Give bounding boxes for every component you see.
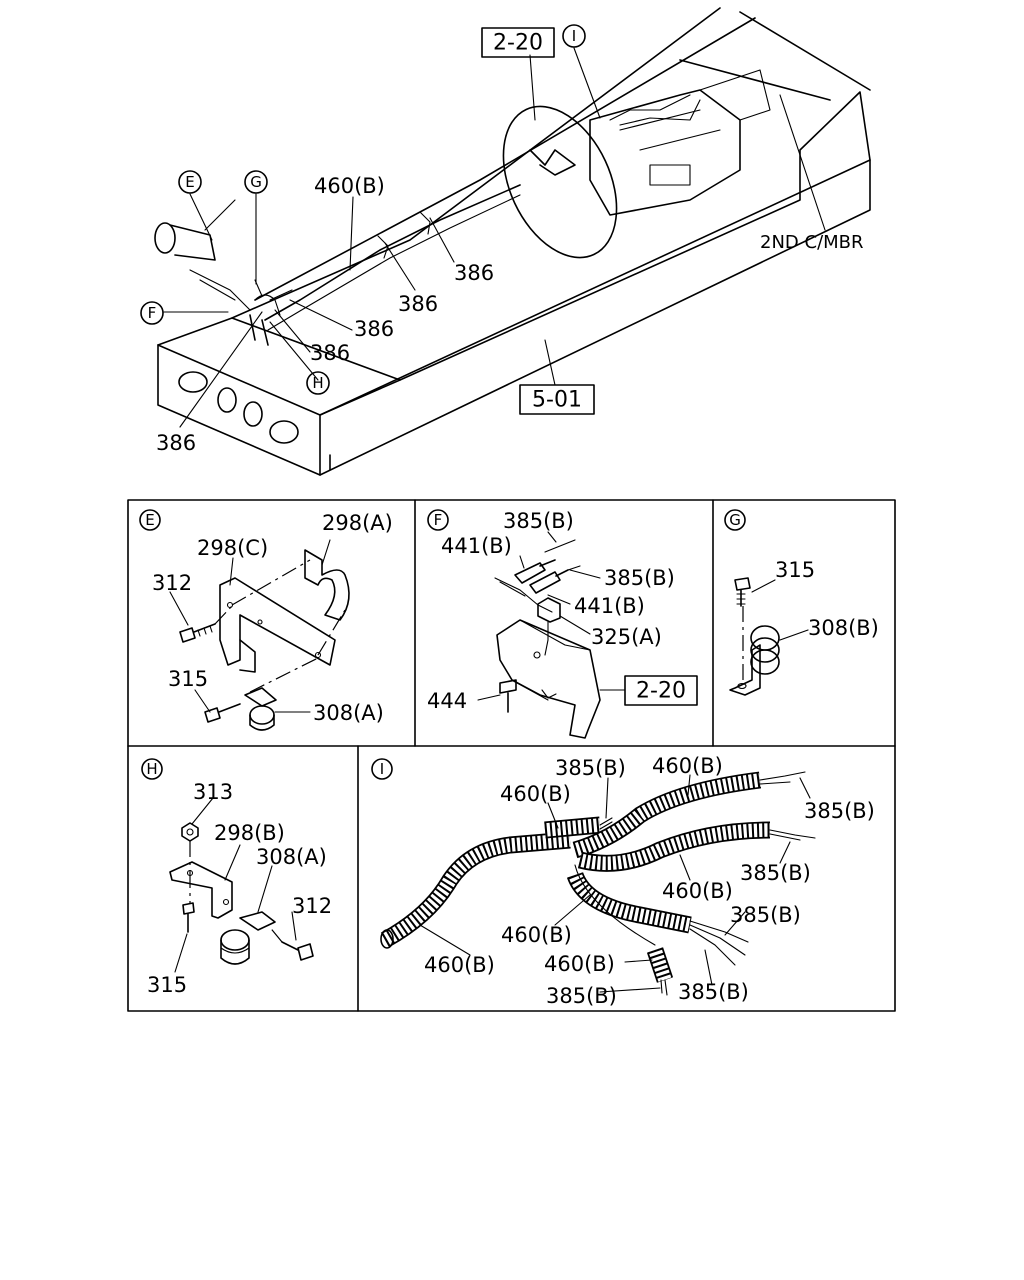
label-460B: 460(B) (544, 952, 615, 976)
label-313: 313 (193, 780, 233, 804)
frame-front-crossmember (157, 344, 321, 476)
panel-E: E 298(A) 298(C) 312 315 308(A) (139, 509, 393, 731)
panel-F: F 385(B) 441(B) 385(B) 441(B) 325(A) 444 (427, 509, 698, 739)
clamp-298A (304, 549, 350, 621)
callout-H-label: H (312, 374, 323, 392)
clamp-308A (239, 911, 276, 931)
label-385B: 385(B) (740, 861, 811, 885)
callout-F: F (140, 301, 164, 325)
ref-box-2-20-label: 2-20 (493, 31, 543, 56)
connector-325A (537, 597, 561, 623)
clamp-308B (729, 644, 761, 696)
label-386: 386 (454, 261, 494, 285)
frame-hole (243, 401, 263, 427)
label-312: 312 (292, 894, 332, 918)
ref-box-5-01: 5-01 (519, 384, 595, 415)
label-386: 386 (398, 292, 438, 316)
label-385B: 385(B) (604, 566, 675, 590)
panel-H-tag: H (146, 760, 157, 778)
label-460B: 460(B) (314, 174, 385, 198)
label-460B: 460(B) (662, 879, 733, 903)
wire-loop (502, 105, 618, 259)
frame-hole (217, 387, 237, 413)
panel-E-tag: E (145, 511, 154, 529)
label-308B: 308(B) (808, 616, 879, 640)
connector-441B (514, 559, 556, 584)
label-460B: 460(B) (652, 754, 723, 778)
panel-I: I (371, 754, 875, 1008)
panel-G-tag: G (729, 511, 741, 529)
label-386: 386 (310, 341, 350, 365)
label-308A: 308(A) (256, 845, 327, 869)
callout-E: E (178, 170, 202, 194)
label-298A: 298(A) (322, 511, 393, 535)
label-298B: 298(B) (214, 821, 285, 845)
nut-313 (181, 822, 199, 842)
connector-component (154, 222, 176, 254)
frame-hole (269, 420, 299, 444)
frame-hole (178, 371, 208, 393)
label-441B: 441(B) (441, 534, 512, 558)
callout-G-label: G (250, 173, 262, 191)
bolt-315 (204, 703, 241, 723)
panel-I-tag: I (380, 760, 384, 778)
bolt-444 (499, 679, 517, 713)
clamp-308A (244, 687, 277, 707)
bracket-298C (219, 577, 336, 666)
connector-441B (529, 569, 569, 594)
ref-box-2-20-label: 2-20 (636, 679, 686, 704)
label-460B: 460(B) (501, 923, 572, 947)
callout-I: I (562, 24, 586, 48)
label-2nd-crossmember: 2ND C/MBR (760, 232, 864, 253)
ref-box-2-20: 2-20 (481, 27, 555, 58)
label-308A: 308(A) (313, 701, 384, 725)
callout-G: G (244, 170, 268, 194)
bolt-315 (182, 902, 195, 933)
label-315: 315 (775, 558, 815, 582)
label-315: 315 (168, 667, 208, 691)
label-325A: 325(A) (591, 625, 662, 649)
label-315: 315 (147, 973, 187, 997)
callout-F-label: F (148, 304, 157, 322)
ref-box-5-01-label: 5-01 (532, 388, 582, 413)
label-460B: 460(B) (424, 953, 495, 977)
callout-I-label: I (572, 27, 576, 45)
label-385B: 385(B) (546, 984, 617, 1008)
frame-overview (154, 7, 871, 476)
frame-rail-left (319, 159, 871, 476)
label-385B: 385(B) (503, 509, 574, 533)
callout-E-label: E (185, 173, 194, 191)
corrugated-harness (380, 771, 771, 983)
label-385B: 385(B) (730, 903, 801, 927)
bolt-312 (281, 941, 314, 961)
callout-H: H (306, 371, 330, 395)
label-385B: 385(B) (678, 980, 749, 1004)
panel-H: H 313 298(B) 308(A) 312 315 (141, 758, 332, 997)
harness-main (264, 184, 521, 321)
label-441B: 441(B) (574, 594, 645, 618)
label-386: 386 (156, 431, 196, 455)
bracket-298B (169, 861, 233, 919)
label-385B: 385(B) (804, 799, 875, 823)
label-298C: 298(C) (197, 536, 268, 560)
label-386: 386 (354, 317, 394, 341)
label-460B: 460(B) (500, 782, 571, 806)
label-444: 444 (427, 689, 467, 713)
bolt-315 (734, 577, 751, 607)
panel-F-tag: F (434, 511, 443, 529)
label-312: 312 (152, 571, 192, 595)
transmission-unit (589, 89, 741, 216)
label-385B: 385(B) (555, 756, 626, 780)
bracket-plate (496, 619, 601, 739)
detail-grid (127, 499, 896, 1012)
ref-box-2-20-panel-F: 2-20 (624, 675, 698, 706)
panel-G: G 315 308(B) (724, 509, 879, 696)
